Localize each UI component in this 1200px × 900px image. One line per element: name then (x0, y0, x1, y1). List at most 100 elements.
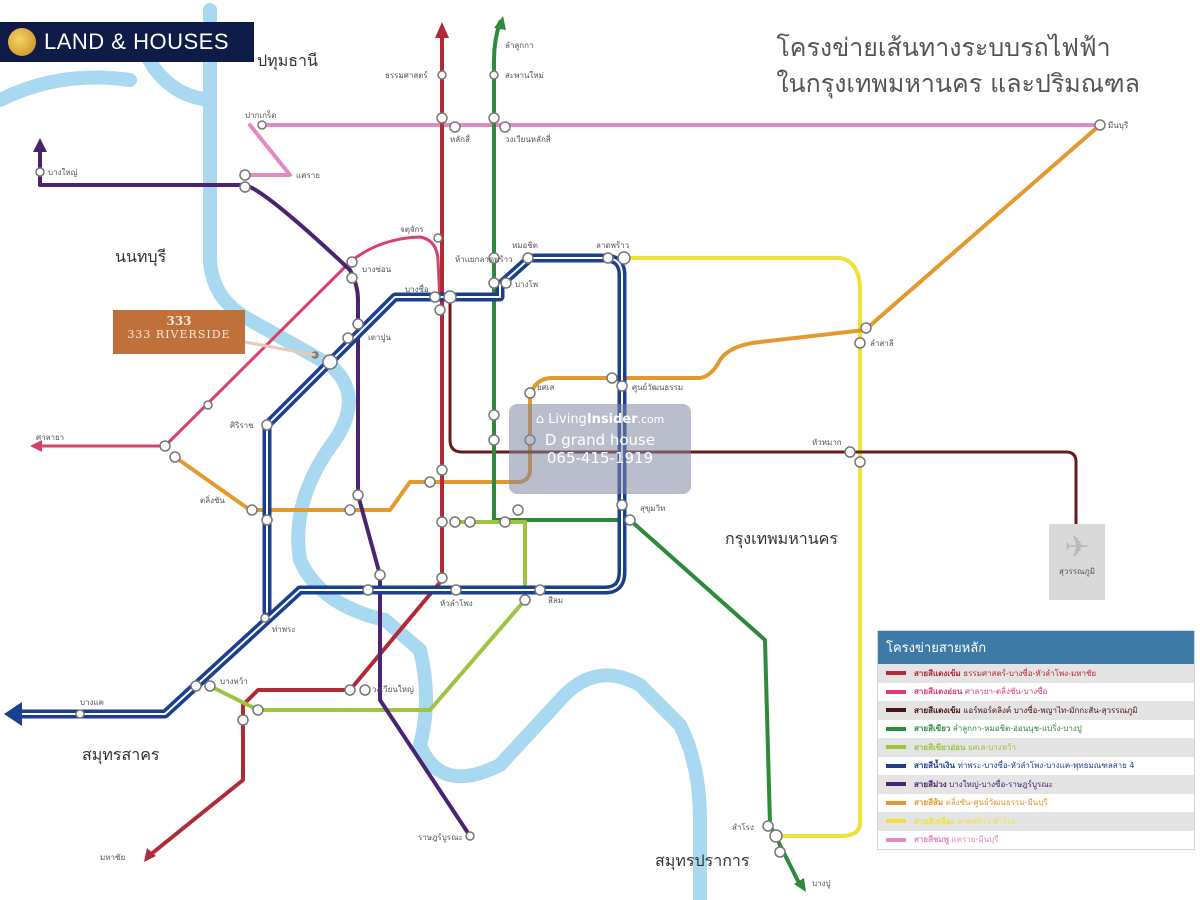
line-yellow (620, 256, 862, 838)
line-swatch (886, 763, 906, 768)
legend-line-name: สายสีเขียวอ่อน (914, 742, 966, 752)
station-label: มหาชัย (100, 853, 125, 862)
arrow-down-icon (794, 878, 806, 892)
map-title: โครงข่ายเส้นทางระบบรถไฟฟ้า ในกรุงเทพมหาน… (776, 30, 1140, 102)
airport-label: สุวรรณภูมิ (1059, 567, 1095, 576)
legend-route: ลำลูกกา-หมอชิต-อ่อนนุช-แบริ่ง-บางปู (952, 724, 1082, 734)
station-label: ลำลูกกา (505, 41, 533, 51)
legend-item: สายสีส้ม ตลิ่งชัน-ศูนย์วัฒนธรรม-มีนบุรี (878, 794, 1194, 813)
station-label: ห้าแยกลาดพร้าว (455, 255, 513, 264)
station-label: บางโพ (515, 279, 538, 289)
station-label: ลาดพร้าว (596, 241, 629, 250)
legend-line-name: สายสีเขียว (914, 724, 951, 734)
station-markers (35, 70, 1106, 858)
legend-route: ยศเส-บางหว้า (967, 742, 1016, 752)
station-label: วงเวียนใหญ่ (372, 685, 414, 694)
legend-route: ท่าพระ-บางซื่อ-หัวลำโพง-บางแค-พุทธมณฑลสา… (957, 761, 1135, 771)
brand-name: LAND & HOUSES (44, 29, 229, 54)
station-label: ธรรมศาสตร์ (385, 70, 428, 80)
legend-item: สายสีแดงเข้ม แอร์พอร์ตลิงค์ บางซื่อ-พญาไ… (878, 701, 1194, 720)
station-label: ปากเกร็ด (245, 110, 276, 120)
line-light-red (33, 235, 442, 448)
station-label: ศาลายา (36, 433, 64, 442)
legend-line-name: สายสีส้ม (914, 798, 944, 808)
station-label: บางแค (80, 698, 104, 707)
station-label: หัวหมาก (812, 438, 842, 447)
station-label: บางปู (812, 879, 831, 889)
line-dark-red (148, 33, 444, 857)
station-label: สำโรง (732, 822, 754, 832)
line-airport-link (448, 295, 1078, 526)
legend-line-name: สายสีเหลือง (914, 816, 955, 826)
legend-title: โครงข่ายสายหลัก (878, 631, 1194, 664)
station-label: สุขุมวิท (640, 504, 665, 513)
line-light-green (208, 520, 527, 712)
line-swatch (886, 819, 906, 824)
legend-route: แอร์พอร์ตลิงค์ บางซื่อ-พญาไท-มักกะสัน-สุ… (963, 705, 1138, 715)
station-label: เตาปูน (368, 333, 392, 343)
line-green (492, 20, 802, 887)
legend-route: แคราย-มีนบุรี (951, 835, 999, 845)
watermark-agent: D grand house (544, 431, 656, 449)
arrow-up-icon (33, 138, 47, 152)
title-line-2: ในกรุงเทพมหานคร และปริมณฑล (776, 69, 1140, 98)
watermark-site: Living (548, 412, 587, 427)
legend-route: ตลิ่งชัน-ศูนย์วัฒนธรรม-มีนบุรี (945, 798, 1048, 808)
arrow-up-icon (494, 16, 506, 30)
watermark: ⌂ LivingInsider.com D grand house 065-41… (509, 404, 691, 494)
title-line-1: โครงข่ายเส้นทางระบบรถไฟฟ้า (776, 33, 1111, 62)
station-label: บางซ่อน (362, 265, 392, 274)
legend-item: สายสีเขียวอ่อน ยศเส-บางหว้า (878, 738, 1194, 757)
legend-item: สายสีน้ำเงิน ท่าพระ-บางซื่อ-หัวลำโพง-บาง… (878, 757, 1194, 776)
station-label: บางใหญ่ (48, 168, 78, 177)
station-label: บางซื่อ (405, 283, 429, 294)
line-swatch (886, 837, 906, 842)
station-label: แคราย (296, 171, 320, 180)
legend-item: สายสีม่วง บางใหญ่-บางซื่อ-ราษฎร์บูรณะ (878, 775, 1194, 794)
line-swatch (886, 689, 906, 694)
station-label: จตุจักร (400, 225, 424, 234)
land-and-houses-logo: LAND & HOUSES (0, 22, 254, 62)
line-purple (38, 143, 472, 838)
station-label: หัวลำโพง (440, 598, 473, 608)
station-label: สีลม (548, 596, 563, 605)
line-swatch (886, 708, 906, 713)
station-label: ลำสาลี (870, 339, 894, 348)
station-label: วงเวียนหลักสี่ (505, 133, 551, 144)
project-name: 333 RIVERSIDE (127, 328, 231, 341)
legend-item: สายสีเขียว ลำลูกกา-หมอชิต-อ่อนนุช-แบริ่ง… (878, 720, 1194, 739)
station-label: มีนบุรี (1108, 121, 1129, 130)
legend-line-name: สายสีแดงเข้ม (914, 705, 961, 715)
arrow-left-icon (4, 702, 22, 726)
arrow-icons (4, 16, 806, 892)
legend: โครงข่ายสายหลัก สายสีแดงเข้ม ธรรมศาสตร์-… (877, 630, 1195, 850)
region-label: กรุงเทพมหานคร (725, 529, 838, 549)
arrow-up-icon (435, 22, 449, 38)
station-label: ศูนย์วัฒนธรรม (632, 382, 683, 393)
region-label: สมุทรสาคร (82, 745, 160, 765)
station-label: ตลิ่งชัน (200, 494, 225, 505)
legend-item: สายสีเหลือง ลาดพร้าว-สำโรง (878, 812, 1194, 831)
station-label: ศิริราช (230, 421, 254, 430)
arrow-down-icon (144, 848, 156, 862)
legend-route: ลาดพร้าว-สำโรง (957, 816, 1016, 826)
station-label: ราษฎร์บูรณะ (418, 832, 463, 843)
watermark-suffix: .com (637, 413, 665, 426)
station-label: ท่าพระ (272, 625, 296, 634)
watermark-phone: 065-415-1919 (546, 449, 654, 467)
watermark-site-bold: Insider (586, 412, 638, 427)
legend-line-name: สายสีแดงอ่อน (914, 687, 963, 697)
legend-item: สายสีแดงอ่อน ศาลายา-ตลิ่งชัน-บางซื่อ (878, 683, 1194, 702)
station-labels: ธรรมศาสตร์ ลำลูกกา สะพานใหม่ ปากเกร็ด หล… (36, 41, 1129, 889)
region-label: นนทบุรี (115, 247, 167, 267)
line-swatch (886, 800, 906, 805)
airport-marker: ✈ สุวรรณภูมิ (1049, 524, 1105, 600)
legend-item: สายสีแดงเข้ม ธรรมศาสตร์-บางซื่อ-หัวลำโพง… (878, 664, 1194, 683)
legend-line-name: สายสีชมพู (914, 835, 949, 845)
station-label: สะพานใหม่ (505, 71, 544, 80)
region-label: ปทุมธานี (257, 51, 318, 71)
station-label: ยศเส (537, 383, 555, 392)
legend-line-name: สายสีแดงเข้ม (914, 668, 961, 678)
region-label: สมุทรปราการ (655, 851, 750, 871)
